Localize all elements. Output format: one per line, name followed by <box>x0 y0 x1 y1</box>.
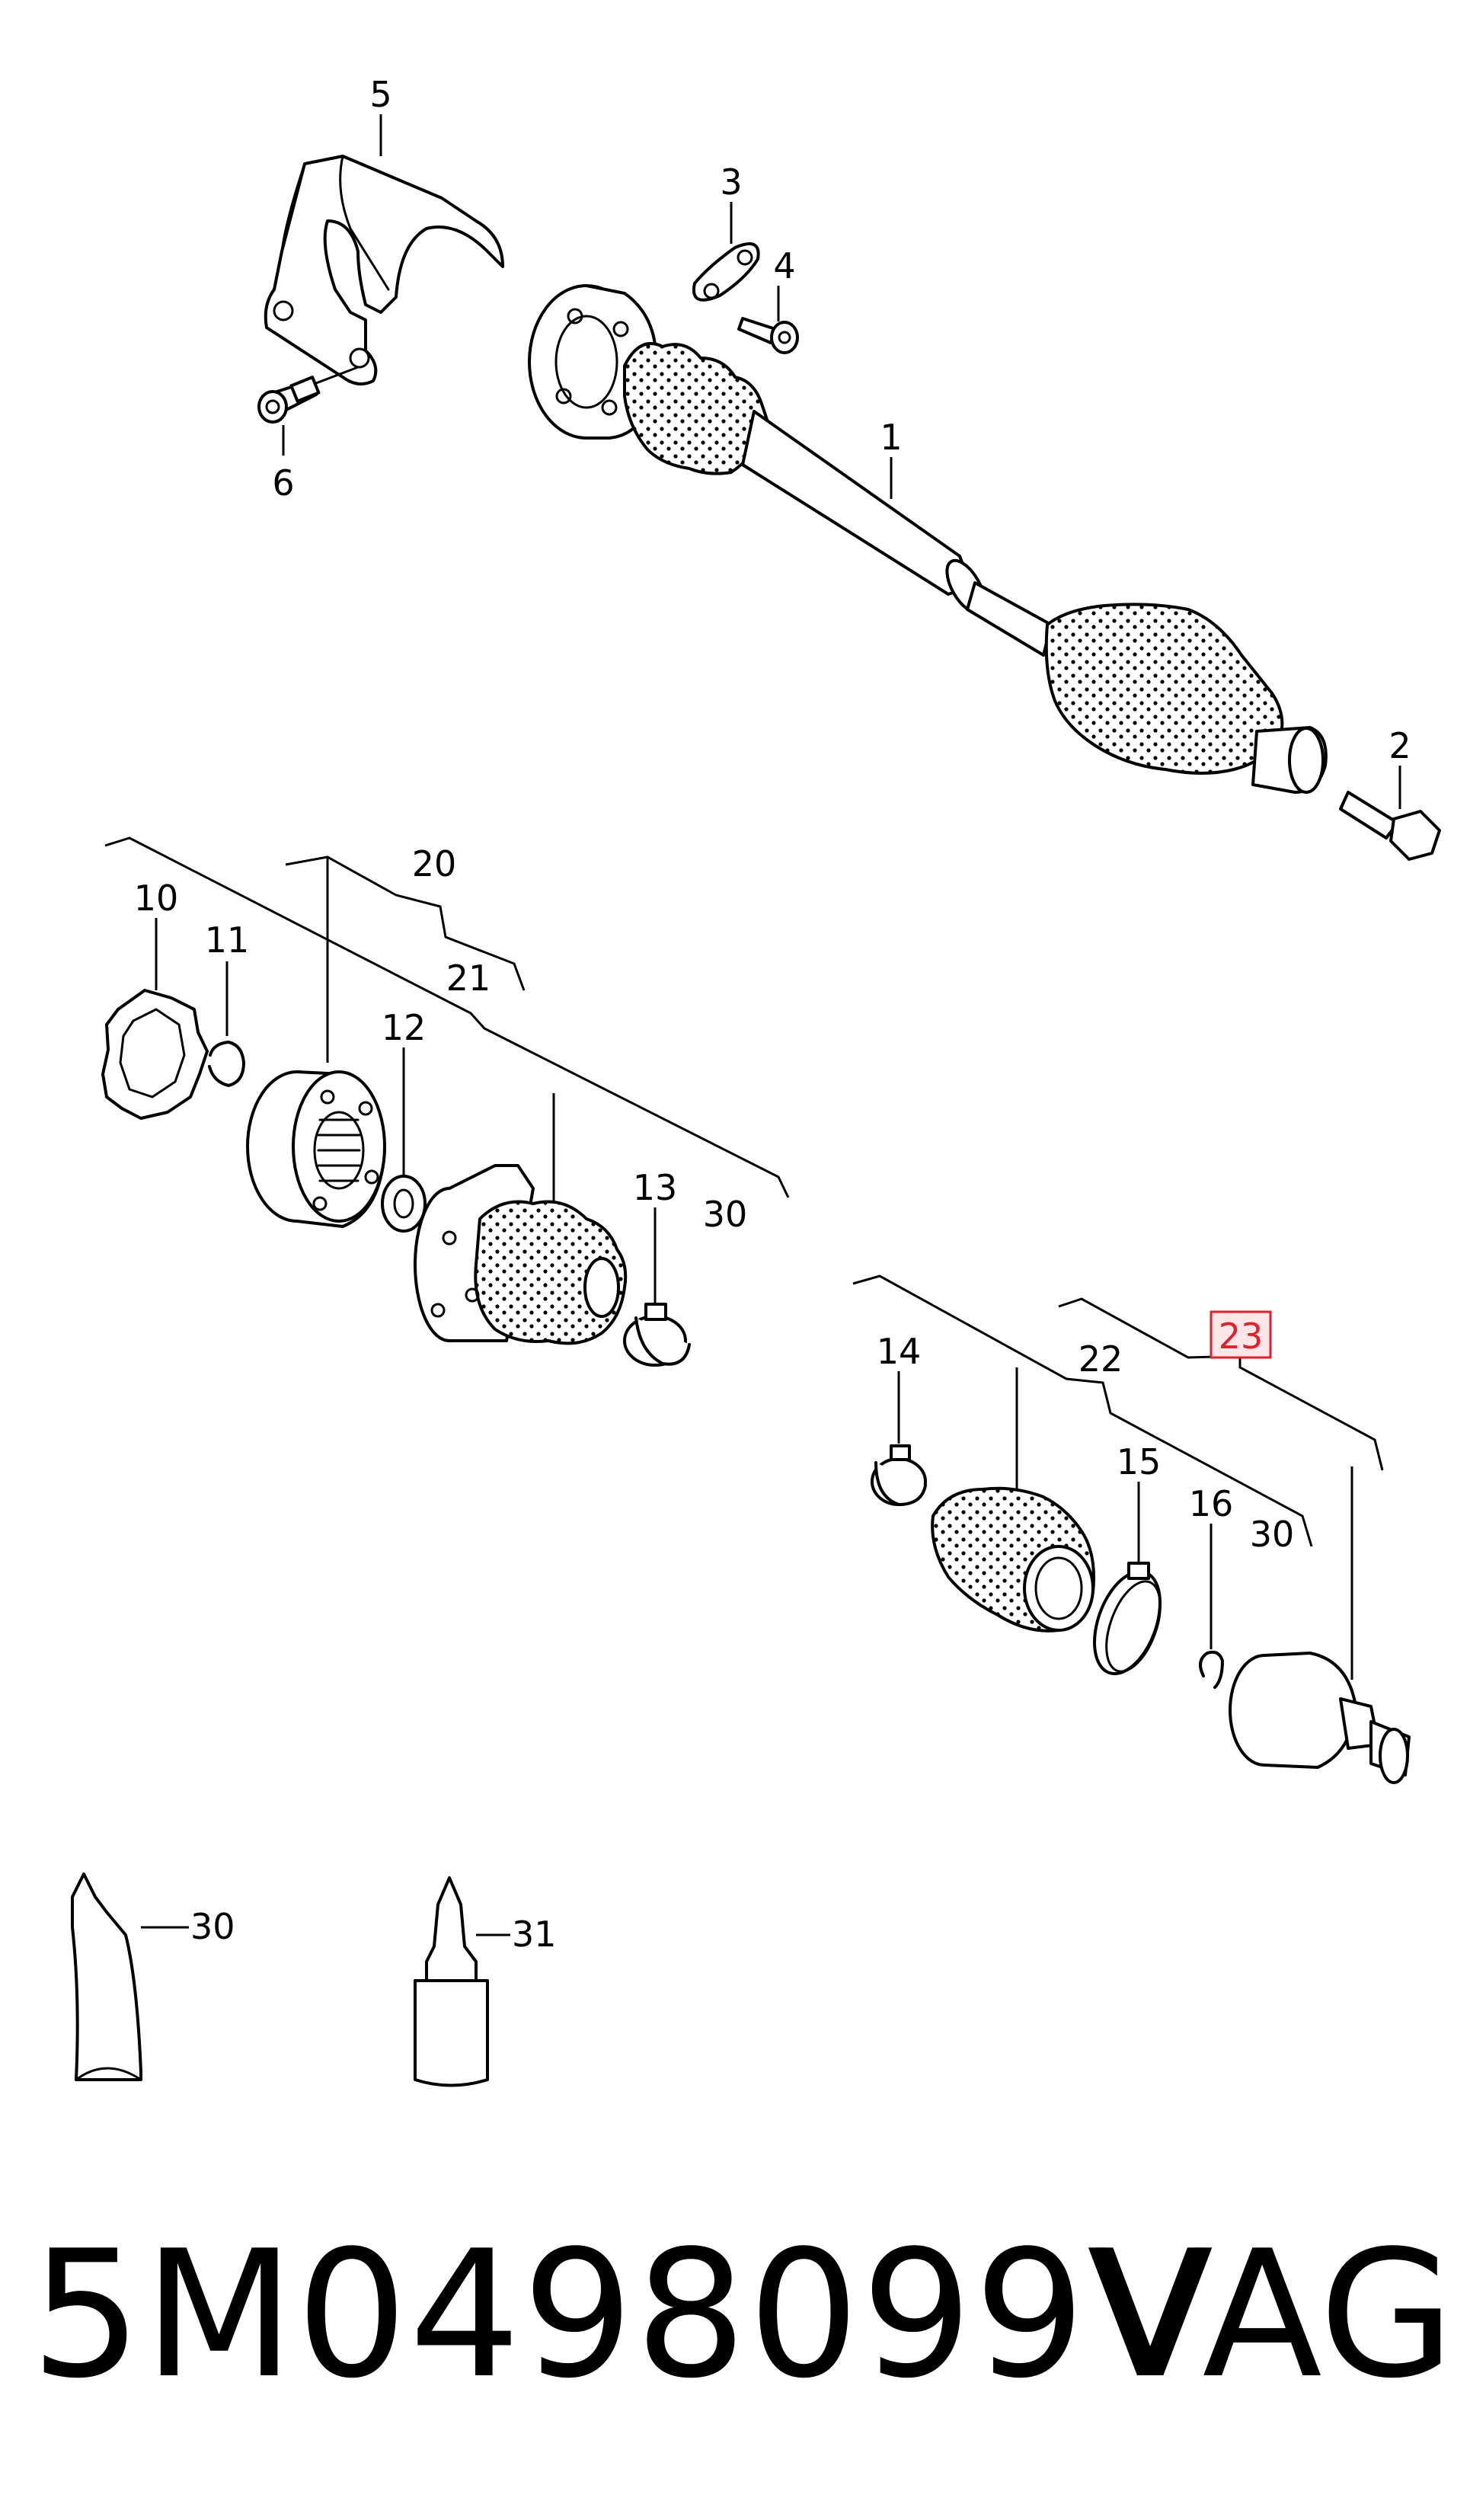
callout-23-highlight: 23 <box>1210 1310 1272 1359</box>
clamp-15-part <box>1093 1562 1162 1676</box>
clamp-14-part <box>871 1444 927 1506</box>
outer-cv-joint-part <box>1229 1652 1411 1784</box>
part-number: 5M0498099V <box>30 2214 1209 2417</box>
callout-30-kit21: 30 <box>703 1194 748 1235</box>
kit-20-bracket <box>104 836 790 1198</box>
outer-boot-part <box>931 1486 1095 1633</box>
kit-22-bracket <box>852 1274 1313 1547</box>
callout-11: 11 <box>205 919 250 961</box>
circlip-16-part <box>1199 1650 1224 1689</box>
sealant-bottle-part <box>414 1876 489 2087</box>
callout-13: 13 <box>633 1167 678 1208</box>
bolt-2-part <box>1339 791 1441 861</box>
bolt-6-part <box>257 376 321 424</box>
washer-part <box>381 1175 427 1233</box>
footer: 5M0498099V VAG <box>30 2209 1455 2422</box>
callout-22: 22 <box>1079 1338 1123 1380</box>
grease-tube-part <box>71 1872 142 2081</box>
callout-6: 6 <box>272 462 294 504</box>
clamp-13-part <box>623 1303 691 1367</box>
callout-10: 10 <box>134 878 179 919</box>
callout-1: 1 <box>880 417 902 458</box>
callout-31: 31 <box>512 1914 557 1955</box>
bolt-4-part <box>737 317 799 354</box>
callout-5: 5 <box>369 74 391 115</box>
inner-cv-joint-part <box>246 1070 386 1228</box>
drive-shaft-part <box>528 284 1328 794</box>
callout-2: 2 <box>1389 725 1411 766</box>
callout-23: 23 <box>1219 1316 1264 1357</box>
callout-20: 20 <box>412 843 457 884</box>
lock-plate-part <box>692 242 760 302</box>
callout-30-kit22: 30 <box>1250 1514 1295 1555</box>
callout-21: 21 <box>446 958 491 999</box>
callout-14: 14 <box>877 1331 922 1372</box>
callout-3: 3 <box>720 161 742 203</box>
heat-shield-part <box>264 155 504 385</box>
callout-4: 4 <box>773 245 795 286</box>
callout-12: 12 <box>382 1007 427 1048</box>
callout-16: 16 <box>1189 1483 1234 1524</box>
inner-boot-part <box>414 1164 628 1345</box>
brand-label: VAG <box>1093 2214 1455 2417</box>
circlip-11-part <box>208 1041 245 1087</box>
gasket-part <box>101 989 209 1120</box>
callout-30-grease: 30 <box>190 1906 235 1947</box>
callout-15: 15 <box>1117 1441 1162 1482</box>
